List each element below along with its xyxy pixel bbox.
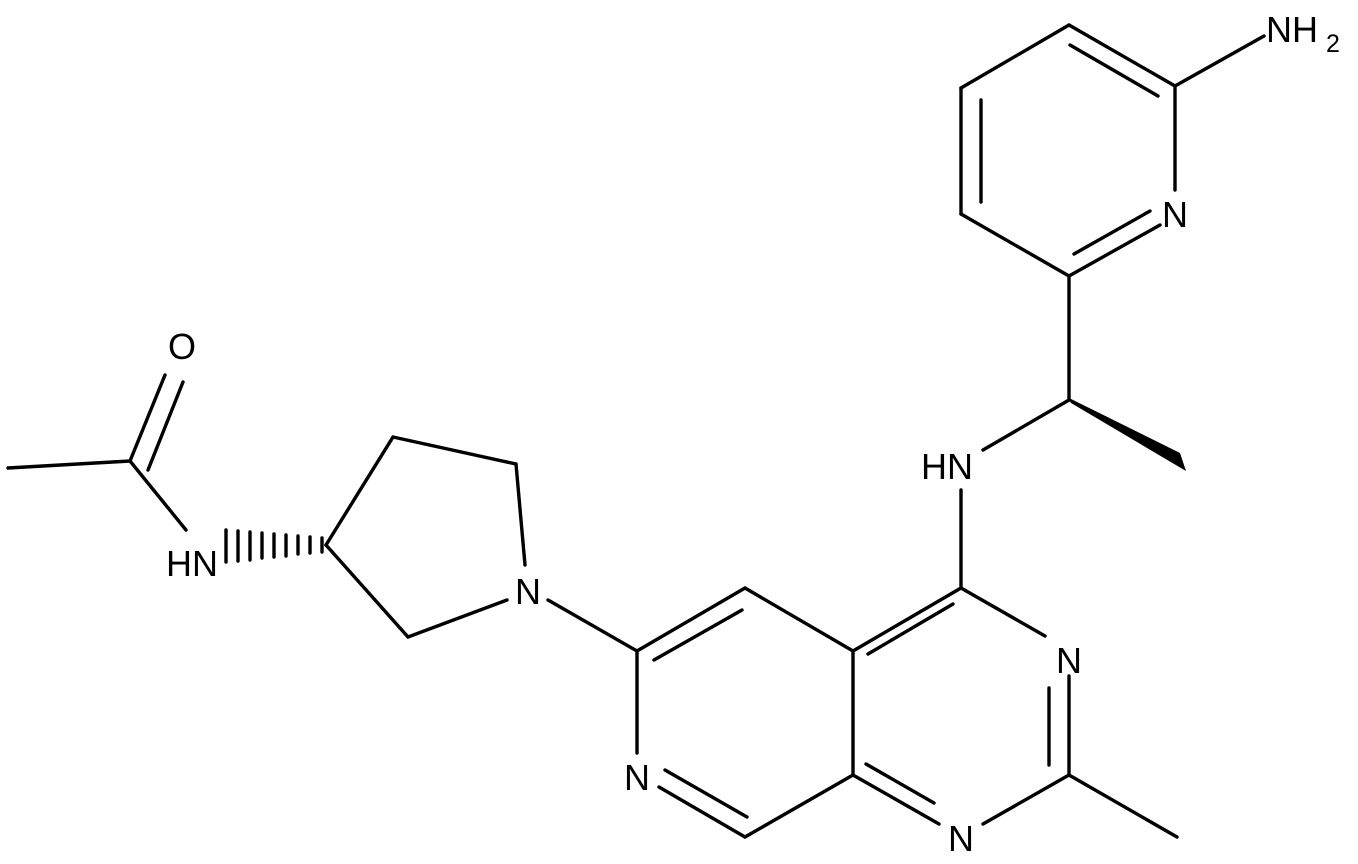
chiral-ethyl-linker xyxy=(959,274,1186,590)
bond-c2-n1-inner xyxy=(1072,209,1152,256)
bond-c5-c6 xyxy=(635,586,747,653)
hashed-wedge-bond-nh xyxy=(224,528,324,564)
bond-c4-c5 xyxy=(391,435,518,466)
bond-c3-c2 xyxy=(959,212,1071,278)
bond-c5-npyrr xyxy=(514,462,527,567)
atom-label-carbonyl-o: O xyxy=(168,326,196,367)
bond-c4-n3 xyxy=(959,586,1047,638)
bond-c2-n1 xyxy=(1067,223,1162,278)
bond-carbonyl-o-inner xyxy=(146,380,185,472)
bond-c6-nh2 xyxy=(1173,34,1266,88)
bond-carbonyl-o xyxy=(128,373,167,463)
bond-c4-c4a xyxy=(851,586,963,653)
pyrrolidine-ring xyxy=(224,435,639,653)
bond-c6-c5-inner xyxy=(1068,43,1160,98)
atom-label-amide-hn: HN xyxy=(166,543,218,584)
bond-n7-c8 xyxy=(657,785,747,839)
bond-c4-c4a-inner xyxy=(866,602,955,656)
atom-label-nh2: NH 2 xyxy=(1266,9,1340,58)
bond-n1-c8a xyxy=(851,773,941,826)
wedge-bond-methyl xyxy=(1067,397,1186,471)
bond-ch-nh xyxy=(981,398,1071,452)
bond-n7-c8-inner xyxy=(663,768,749,819)
atom-label-pyrimidine-n3: N xyxy=(1056,640,1082,681)
bond-c3-c4 xyxy=(324,435,395,547)
atom-label-nh2-main: NH xyxy=(1266,9,1318,50)
acetamide-group xyxy=(6,373,188,532)
bond-c5-c4 xyxy=(959,23,1071,90)
pyridopyrimidine-core xyxy=(635,586,1179,839)
atom-label-pyrrolidine-n: N xyxy=(515,571,541,612)
bond-c4a-c5 xyxy=(743,586,855,653)
atom-label-secondary-amine-hn: HN xyxy=(921,446,973,487)
bond-c2-methyl xyxy=(1067,773,1179,839)
bond-c2-c3 xyxy=(324,543,410,639)
aminopyridine-ring xyxy=(959,23,1266,278)
bond-c2-n1 xyxy=(981,773,1071,826)
bond-npyrr-c2 xyxy=(406,598,509,639)
atom-label-pyrimidine-n1: N xyxy=(948,818,974,859)
bond-n1-c8a-inner xyxy=(864,762,936,805)
atom-label-pyridine-fused-n: N xyxy=(624,757,650,798)
bond-c5-c6-inner xyxy=(652,608,744,662)
bond-c8-c8a xyxy=(743,773,855,839)
bond-carbonyl-methyl xyxy=(6,459,132,470)
bond-c6-npyrr xyxy=(546,598,639,653)
bond-c6-c5 xyxy=(1067,23,1177,88)
atom-label-nh2-subscript: 2 xyxy=(1326,30,1340,58)
bond-nh-carbonyl xyxy=(128,459,188,532)
atom-label-pyridine-n: N xyxy=(1162,194,1188,235)
